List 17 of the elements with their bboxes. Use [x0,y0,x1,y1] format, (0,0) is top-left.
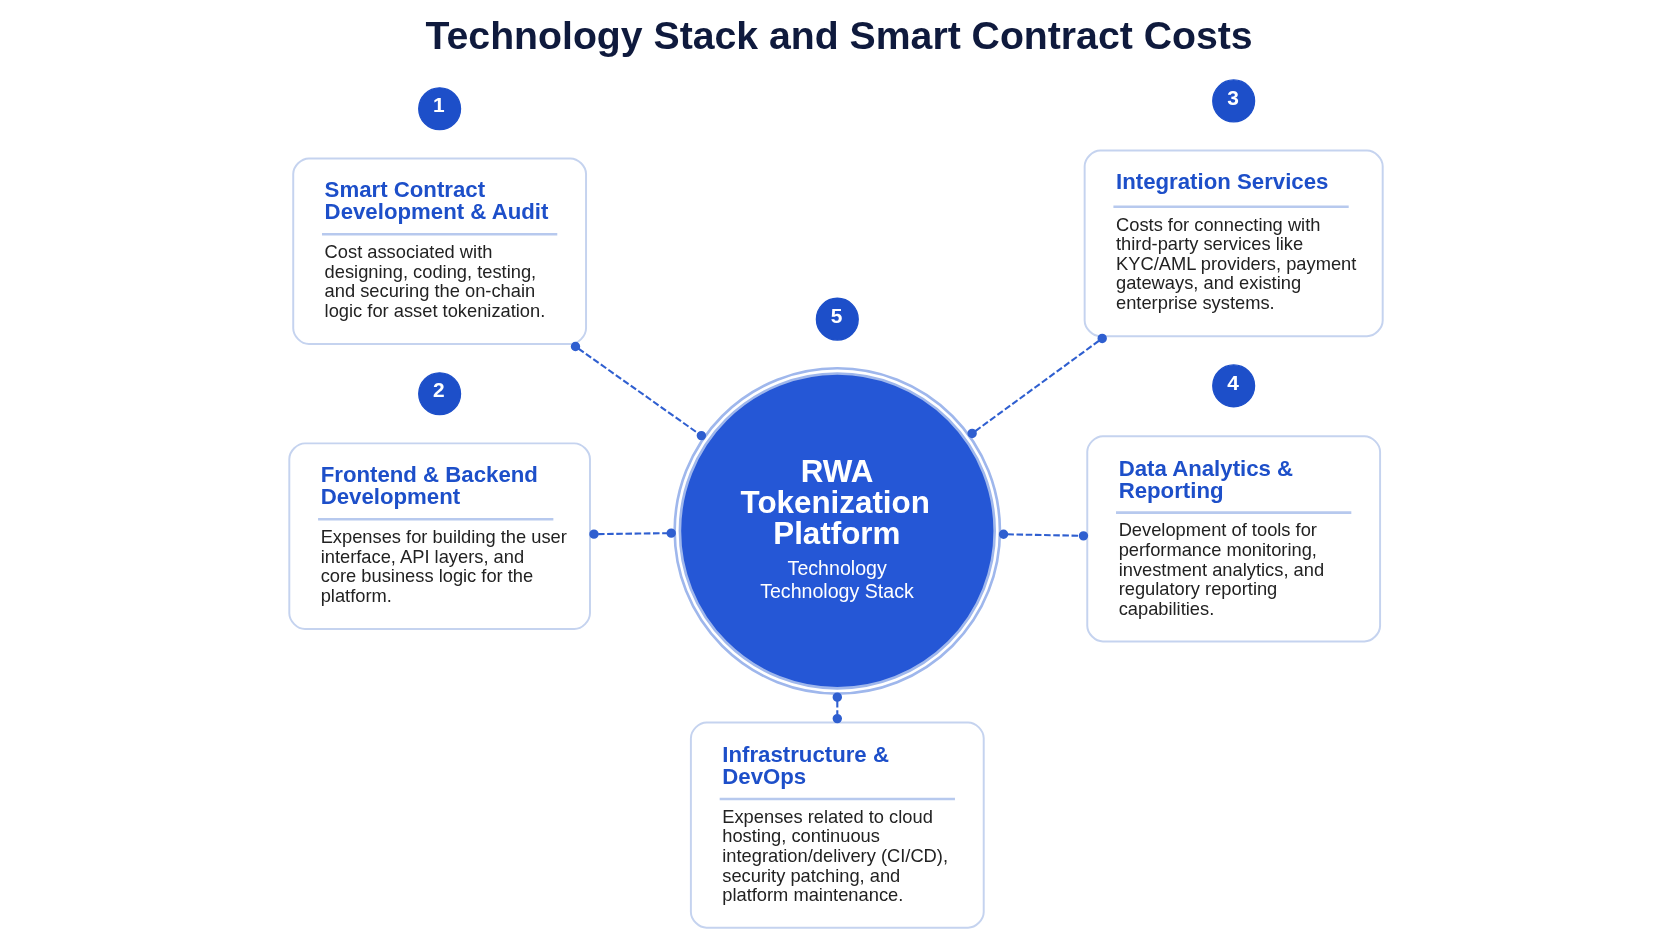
diagram-title: Technology Stack and Smart Contract Costs [425,13,1253,57]
node-circle: 4 [1212,364,1256,408]
node-circle: RWA Tokenization Platform Technology Technology Stack [673,367,1002,695]
node-circle: 1 [418,87,462,131]
connector [832,692,842,724]
connector [998,529,1089,541]
node-circle: 2 [418,372,462,416]
node-box: Frontend & Backend Development Expenses for building the user interface, API layers, and core business logic for the platform. [288,442,591,630]
node-box: Infrastructure & DevOps Expenses related to cloud hosting, continuous integration/delivery (CI/CD), security patching, and platform maintenance. [689,721,985,929]
connector [967,333,1107,439]
connector [589,528,676,539]
node-circle: 5 [815,297,859,341]
node-box: Smart Contract Development & Audit Cost associated with designing, coding, testing, and securing the on-chain logic for asset tokenization. [292,157,587,345]
node-box: Data Analytics & Reporting Development of tools for performance monitoring, investment analytics, and regulatory reporting capabilities. [1086,435,1382,643]
connector [570,341,707,441]
node-circle: 3 [1212,79,1256,123]
node-box: Integration Services Costs for connecting with third-party services like KYC/AML providers, payment gateways, and existing enterprise systems. [1083,149,1384,338]
